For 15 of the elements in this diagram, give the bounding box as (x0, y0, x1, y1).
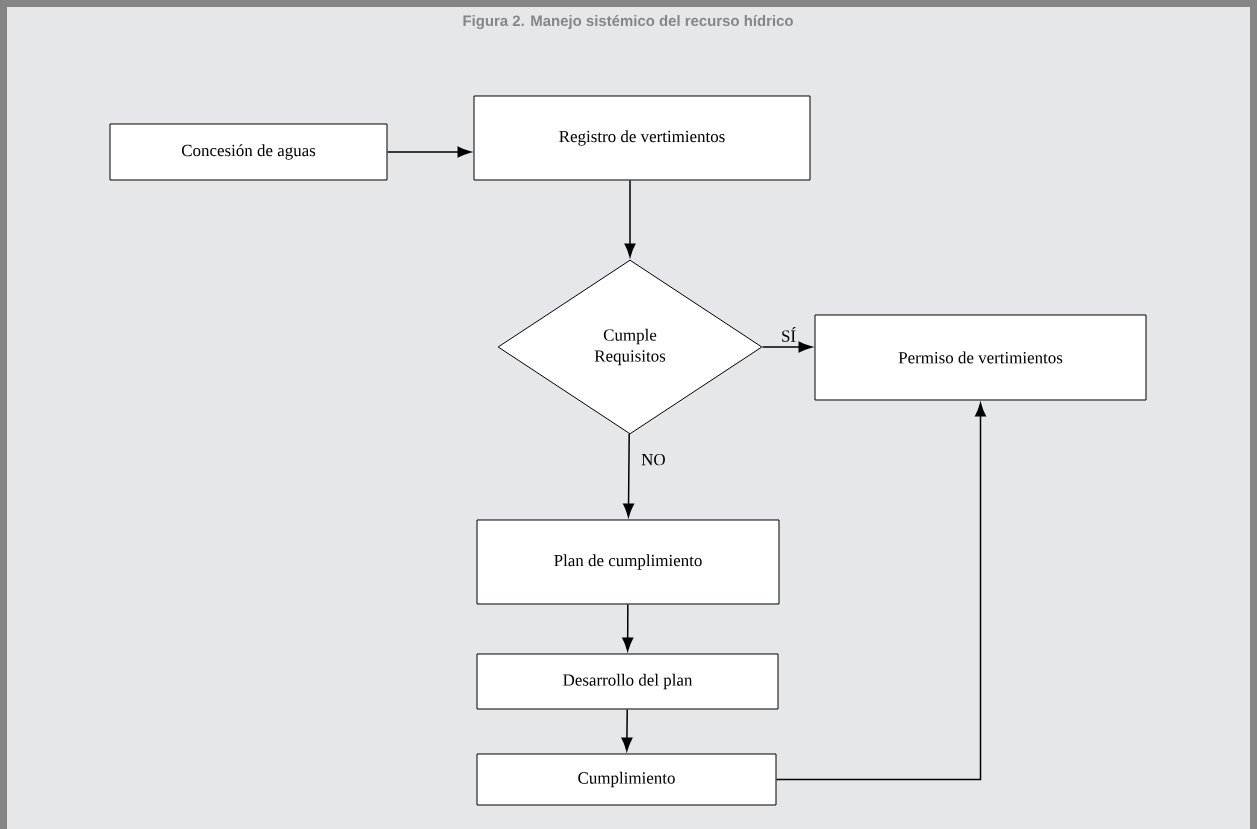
process-box: Plan de cumplimiento (476, 519, 780, 605)
arrow (623, 433, 634, 518)
process-box: Permiso de vertimientos (814, 314, 1147, 401)
process-box: Desarrollo del plan (476, 653, 779, 710)
process-box: Concesión de aguas (109, 123, 388, 181)
process-box: Cumplimiento (476, 753, 777, 806)
arrow (622, 603, 634, 652)
arrow (621, 708, 633, 752)
arrow (775, 402, 986, 781)
arrow (624, 179, 636, 258)
arrow (761, 341, 813, 353)
figure-title: Figura 2. Manejo sistémico del recurso hídrico (463, 14, 793, 30)
edge-label: SÍ (779, 325, 799, 344)
arrow (386, 146, 472, 158)
process-box: Registro de vertimientos (473, 95, 811, 181)
